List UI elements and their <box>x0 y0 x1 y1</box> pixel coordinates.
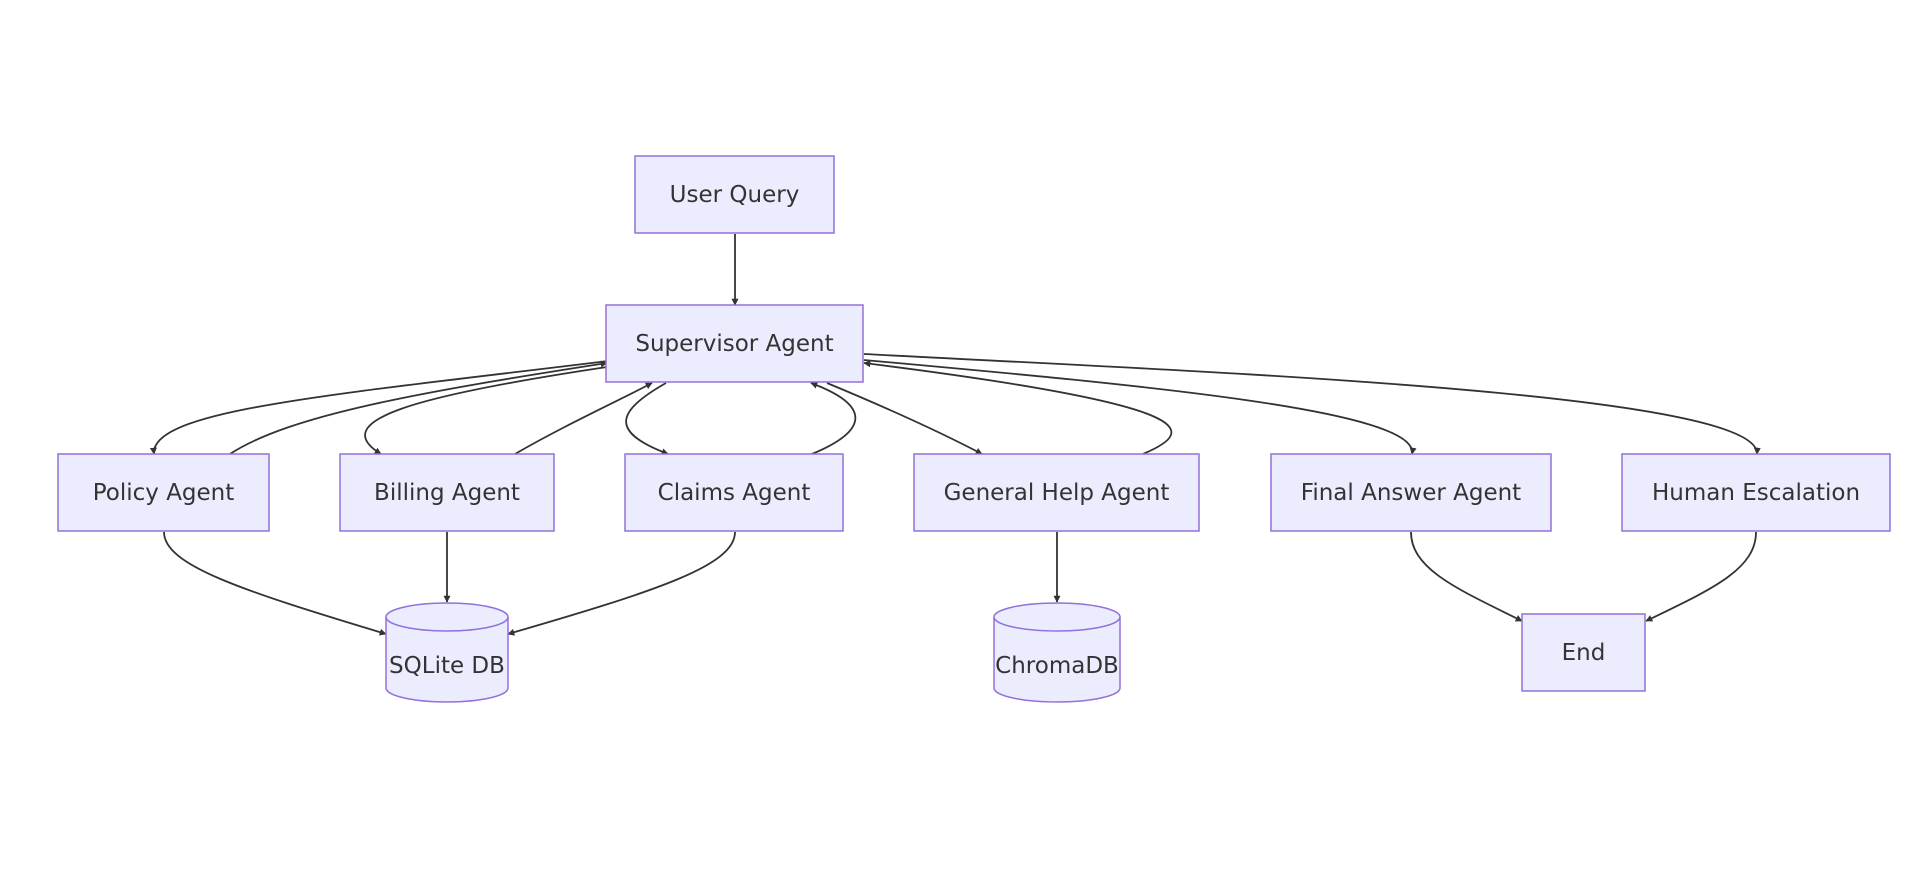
edge-claims-to-supervisor <box>810 381 857 455</box>
database-cylinder-icon <box>385 602 509 703</box>
node-sqlite-db[interactable]: SQLite DB <box>385 602 509 703</box>
edge-general-help-to-supervisor <box>863 360 1173 455</box>
edge-policy-to-sqlite <box>163 531 387 636</box>
node-final-answer-agent-label: Final Answer Agent <box>1301 480 1521 506</box>
node-human-escalation-label: Human Escalation <box>1652 480 1860 506</box>
edge-supervisor-to-policy <box>149 360 609 455</box>
database-cylinder-icon <box>993 602 1121 703</box>
node-sqlite-db-label: SQLite DB <box>389 653 505 679</box>
node-claims-agent[interactable]: Claims Agent <box>624 453 844 532</box>
edges <box>149 234 1761 636</box>
edge-supervisor-to-claims <box>625 382 669 456</box>
node-end-label: End <box>1562 640 1606 666</box>
edge-policy-to-supervisor <box>229 360 608 455</box>
node-user-query-label: User Query <box>670 182 800 208</box>
node-general-help-agent[interactable]: General Help Agent <box>913 453 1200 532</box>
node-supervisor-agent-label: Supervisor Agent <box>635 331 833 357</box>
edge-supervisor-to-human-escalation <box>863 353 1761 455</box>
edge-final-answer-to-end <box>1410 531 1523 622</box>
edge-supervisor-to-billing <box>364 366 608 455</box>
edge-claims-to-sqlite <box>507 531 736 636</box>
node-billing-agent-label: Billing Agent <box>374 480 520 506</box>
node-policy-agent[interactable]: Policy Agent <box>57 453 270 532</box>
node-general-help-agent-label: General Help Agent <box>944 480 1170 506</box>
edge-supervisor-to-general-help <box>826 382 983 455</box>
node-chromadb-label: ChromaDB <box>995 653 1119 679</box>
node-policy-agent-label: Policy Agent <box>93 480 235 506</box>
node-end[interactable]: End <box>1521 613 1646 692</box>
node-claims-agent-label: Claims Agent <box>658 480 811 506</box>
node-supervisor-agent[interactable]: Supervisor Agent <box>605 304 864 383</box>
node-human-escalation[interactable]: Human Escalation <box>1621 453 1891 532</box>
node-user-query[interactable]: User Query <box>634 155 835 234</box>
edge-human-escalation-to-end <box>1645 531 1757 622</box>
edge-billing-to-supervisor <box>514 382 653 455</box>
node-chromadb[interactable]: ChromaDB <box>993 602 1121 703</box>
node-billing-agent[interactable]: Billing Agent <box>339 453 555 532</box>
node-final-answer-agent[interactable]: Final Answer Agent <box>1270 453 1552 532</box>
edge-supervisor-to-final-answer <box>863 359 1417 455</box>
